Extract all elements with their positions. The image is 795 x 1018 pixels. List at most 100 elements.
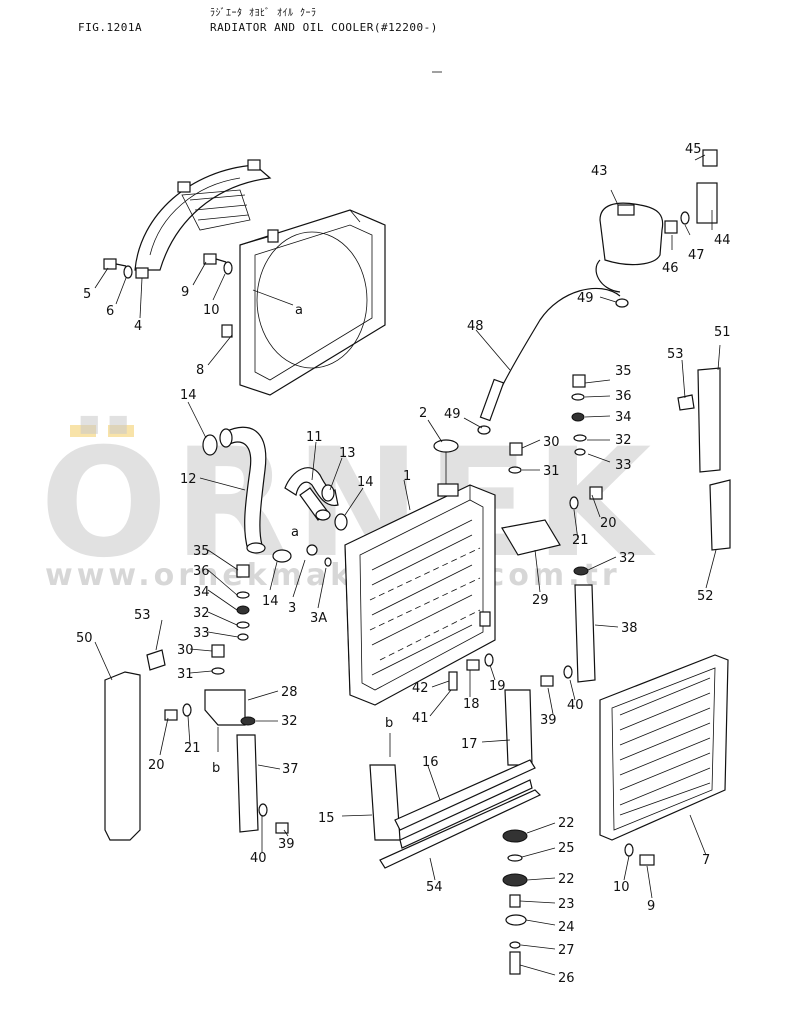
- radiator-shroud: [221, 209, 386, 396]
- support-post-left: [236, 734, 259, 833]
- side-seal-upper-right: [697, 367, 721, 473]
- callout: 23: [558, 897, 575, 912]
- base-frame: [369, 689, 542, 869]
- callout: 42: [412, 681, 429, 696]
- callout: 48: [467, 319, 484, 334]
- callout: 51: [714, 325, 731, 340]
- callout: 32: [619, 551, 636, 566]
- callout: 35: [193, 544, 210, 559]
- pad: [677, 394, 695, 411]
- callout: 53: [667, 347, 684, 362]
- callout: 38: [621, 621, 638, 636]
- callout: 7: [702, 853, 710, 868]
- callout: 30: [177, 643, 194, 658]
- hose-clamp: [272, 549, 292, 563]
- callout: b: [385, 716, 393, 731]
- callout: 9: [181, 285, 189, 300]
- callout: 21: [572, 533, 589, 548]
- callout: 14: [262, 594, 279, 609]
- callout: 32: [615, 433, 632, 448]
- callout: 4: [134, 319, 142, 334]
- callout: 33: [193, 626, 210, 641]
- fan-guard: [134, 159, 272, 279]
- callout: 49: [444, 407, 461, 422]
- callout: 10: [203, 303, 220, 318]
- callout: 36: [615, 389, 632, 404]
- callout: 41: [412, 711, 429, 726]
- overflow-tube: [494, 287, 621, 401]
- callout: 49: [577, 291, 594, 306]
- callout: 44: [714, 233, 731, 248]
- callout: 54: [426, 880, 443, 895]
- callout: 15: [318, 811, 335, 826]
- callout: 39: [540, 713, 557, 728]
- callout: 11: [306, 430, 323, 445]
- callout: 32: [281, 714, 298, 729]
- callout: 22: [558, 872, 575, 887]
- watermark-accent-left: [70, 425, 96, 437]
- oil-cooler: [599, 654, 729, 841]
- callout: 33: [615, 458, 632, 473]
- title-japanese: ﾗｼﾞｴｰﾀ ｵﾖﾋﾞ ｵｲﾙ ｸｰﾗ: [210, 8, 317, 19]
- mount-bracket-right: [501, 519, 561, 556]
- hose-clamp: [334, 513, 348, 531]
- callout: 31: [177, 667, 194, 682]
- radiator-cap: [433, 439, 459, 453]
- callout: 36: [193, 564, 210, 579]
- callout: 20: [600, 516, 617, 531]
- fasteners: [164, 211, 690, 866]
- callout: 21: [184, 741, 201, 756]
- callout: 35: [615, 364, 632, 379]
- tank-bracket: [696, 182, 718, 224]
- mount-bracket-left: [204, 689, 246, 726]
- callout: 14: [180, 388, 197, 403]
- hose-clamp: [202, 434, 218, 456]
- fan-guard-bolts: [103, 253, 233, 279]
- callout: 28: [281, 685, 298, 700]
- tank-bracket-clip: [702, 149, 718, 167]
- callout: 45: [685, 142, 702, 157]
- callout: 2: [419, 406, 427, 421]
- hose-clamp: [321, 484, 335, 502]
- support-post-right: [574, 584, 596, 683]
- callout: 43: [591, 164, 608, 179]
- callout: 24: [558, 920, 575, 935]
- callout: 53: [134, 608, 151, 623]
- callout: 8: [196, 363, 204, 378]
- callout: 9: [647, 899, 655, 914]
- side-seal-lower-right: [709, 479, 731, 551]
- callout: 31: [543, 464, 560, 479]
- leader-lines: [94, 154, 721, 976]
- callout: 3: [288, 601, 296, 616]
- callout: 27: [558, 943, 575, 958]
- callout: 20: [148, 758, 165, 773]
- callout: 34: [615, 410, 632, 425]
- callout: 52: [697, 589, 714, 604]
- callout: 1: [403, 469, 411, 484]
- callout: 29: [532, 593, 549, 608]
- callout: 10: [613, 880, 630, 895]
- pad: [146, 649, 166, 671]
- callout: 37: [282, 762, 299, 777]
- callout: a: [295, 303, 303, 318]
- watermark-accent-right: [108, 425, 134, 437]
- callout: 26: [558, 971, 575, 986]
- callout: 14: [357, 475, 374, 490]
- callout: 47: [688, 248, 705, 263]
- callout: 3A: [310, 611, 327, 626]
- callout: 13: [339, 446, 356, 461]
- watermark-url: www.ornekmakinalar.com.tr: [45, 558, 621, 593]
- callout: 34: [193, 585, 210, 600]
- lower-hose: [219, 426, 267, 554]
- callout: 39: [278, 837, 295, 852]
- callout: 6: [106, 304, 114, 319]
- mount-stack: [502, 829, 528, 975]
- callout-labels: 1 2 3 3A 4 5 6 7 8 9 10 11 12 13 14 14 1…: [76, 142, 731, 986]
- callout: 18: [463, 697, 480, 712]
- callout: 40: [250, 851, 267, 866]
- callout: 19: [489, 679, 506, 694]
- callout: 30: [543, 435, 560, 450]
- callout: a: [291, 525, 299, 540]
- callout: 50: [76, 631, 93, 646]
- callout: 12: [180, 472, 197, 487]
